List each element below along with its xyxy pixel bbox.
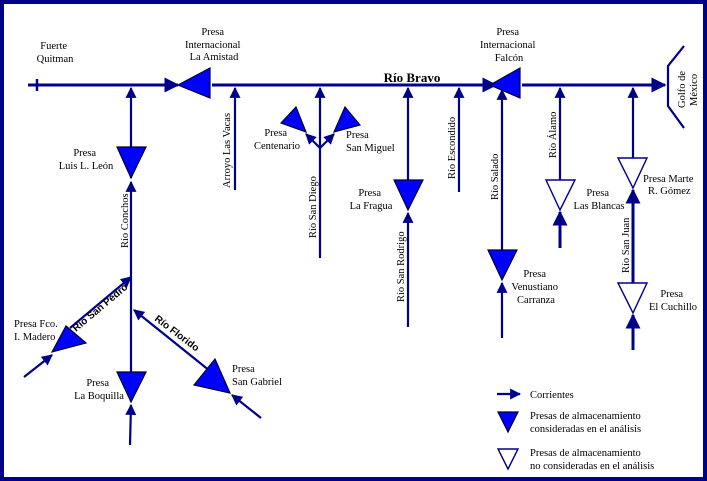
dam-madero-label: Presa Fco. I. Madero [14,319,60,343]
dam-la-fragua-label: Presa La Fragua [350,188,393,212]
rio-salado-label: Río Salado [490,154,501,200]
dam-el-cuchillo-label: Presa El Cuchillo [649,289,697,313]
dam-san-miguel [332,105,362,133]
rio-bravo-main [28,77,667,93]
dam-marte-gomez-label: Presa Marte R. Gómez [643,174,696,197]
dam-centenario-label: Presa Centenario [254,128,300,152]
legend-considered: Presas de almacenamiento consideradas en… [530,411,643,435]
dam-la-amistad-label: Presa Internacional La Amistad [185,27,243,63]
dam-las-blancas-label: Presa Las Blancas [573,188,624,212]
dam-las-blancas [544,179,577,212]
rio-bravo-title: Río Bravo [384,70,441,85]
dam-el-cuchillo [616,282,649,315]
dam-madero [50,325,88,353]
golfo-label: Golfo de México [677,68,700,108]
dam-la-fragua [393,179,424,212]
dam-la-boquilla [116,371,147,404]
rio-escondido-label: Río Escondido [447,117,458,179]
rio-san-juan-label: Río San Juan [621,217,632,273]
dam-falcon-label: Presa Internacional Falcón [480,27,538,64]
legend-dam-considered-icon [497,411,519,434]
gulf-coast-line [666,45,685,129]
fuerte-quitman-label: Fuerte Quitman [37,41,74,65]
legend: Corrientes Presas de almacenamiento cons… [496,388,654,472]
dam-la-boquilla-label: Presa La Boquilla [74,378,124,402]
rio-san-diego-label: Río San Diego [308,176,319,238]
dam-centenario [279,105,308,134]
legend-currents: Corrientes [530,390,574,401]
arroyo-las-vacas-label: Arroyo Las Vacas [222,113,233,188]
dam-marte-gomez [616,157,649,190]
dam-venustiano-carranza [487,249,518,282]
legend-dam-not-considered-icon [496,448,520,471]
dam-luis-leon-label: Presa Luis L. León [59,148,114,172]
rio-san-rodrigo-label: Río San Rodrigo [396,231,407,302]
dam-san-gabriel-label: Presa San Gabriel [232,364,282,388]
dam-venustiano-carranza-label: Presa Venustiano Carranza [511,269,560,306]
dam-san-gabriel [192,357,232,394]
rio-alamo-label: Río Álamo [547,112,559,158]
legend-not-considered: Presas de almacenamiento no consideradas… [530,448,654,472]
dam-la-amistad [176,67,211,99]
dam-luis-leon [116,146,147,180]
rio-conchos-label: Río Conchos [120,193,131,248]
dam-san-miguel-label: Presa San Miguel [346,130,395,154]
